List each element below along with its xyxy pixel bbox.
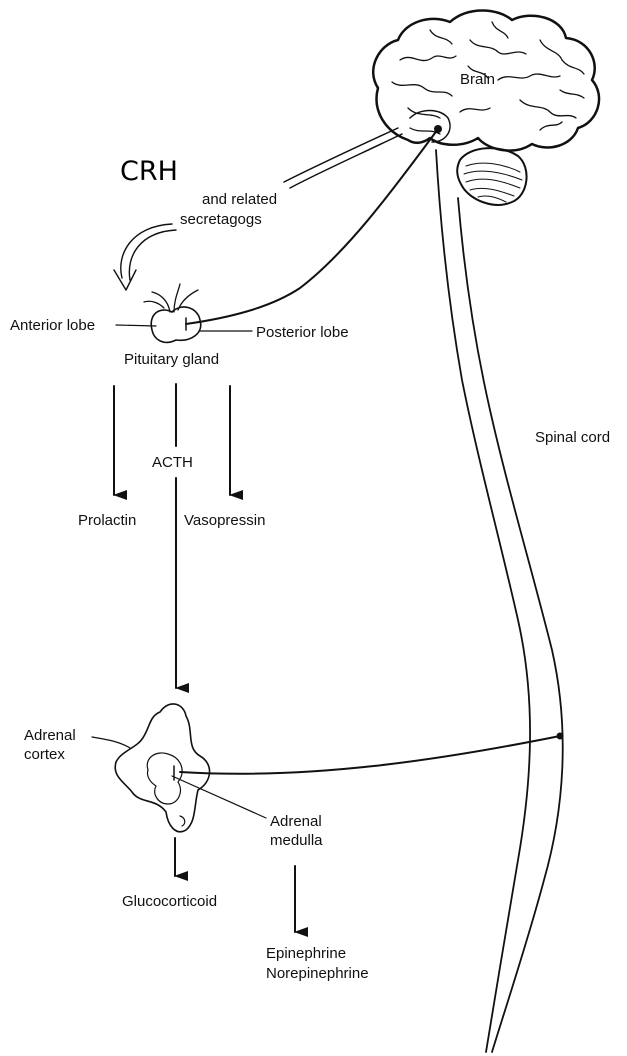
vasopressin-label: Vasopressin (184, 512, 265, 529)
spinal-nerve-dot (557, 733, 564, 740)
infundibulum-lines (284, 128, 402, 188)
adrenal-medulla-label-line1: Adrenal (270, 813, 322, 830)
anterior-lobe-label: Anterior lobe (10, 317, 95, 334)
adrenal-cortex-label-line2: cortex (24, 746, 65, 763)
pituitary-gland-illustration (116, 284, 252, 342)
hypothalamus-dot (434, 125, 442, 133)
crh-arrow (114, 224, 176, 290)
sympathetic-nerve (180, 736, 560, 774)
posterior-lobe-label: Posterior lobe (256, 324, 349, 341)
adrenal-cortex-label-line1: Adrenal (24, 727, 76, 744)
acth-label: ACTH (152, 454, 193, 471)
spinal-cord-label: Spinal cord (535, 429, 610, 446)
prolactin-label: Prolactin (78, 512, 136, 529)
adrenal-medulla-label-line2: medulla (270, 832, 323, 849)
related-label-line1: and related (202, 191, 277, 208)
cerebellum-illustration (457, 148, 526, 205)
epinephrine-label: Epinephrine (266, 945, 346, 962)
adrenal-gland-illustration (92, 704, 266, 832)
crh-label: CRH (120, 156, 178, 187)
spinal-cord-illustration (436, 150, 563, 1052)
glucocorticoid-label: Glucocorticoid (122, 893, 217, 910)
related-label-line2: secretagogs (180, 211, 262, 228)
norepinephrine-label: Norepinephrine (266, 965, 369, 982)
brain-label: Brain (460, 71, 495, 88)
pituitary-gland-label: Pituitary gland (124, 351, 219, 368)
